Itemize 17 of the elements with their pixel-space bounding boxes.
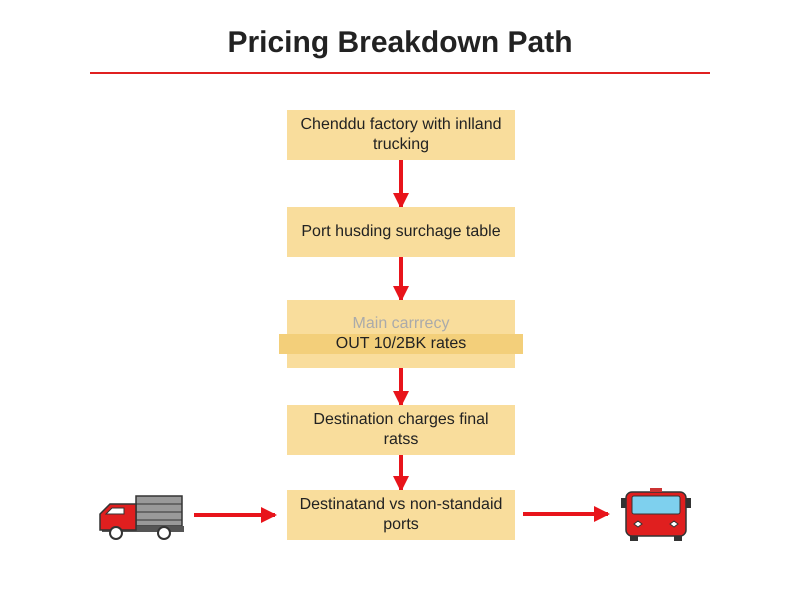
process-box [287,405,515,455]
box-text: Destinatand vs non-standaid ports [298,495,504,535]
arrow [393,160,409,209]
arrow [393,455,409,492]
box-text: OUT 10/2BK rates [279,334,523,354]
process-box [287,207,515,257]
box-text: Port husding surchage table [300,222,502,242]
arrow [393,368,409,407]
box-text: Chenddu factory with inlland trucking [299,115,502,155]
process-box [287,490,515,540]
arrow [523,506,610,522]
arrow [194,507,277,523]
process-box [287,110,515,160]
title: Pricing Breakdown Path [226,26,574,60]
box-text: Destination charges final ratss [312,410,490,450]
arrow [393,257,409,302]
box-text: Main carrrecy [352,314,450,334]
